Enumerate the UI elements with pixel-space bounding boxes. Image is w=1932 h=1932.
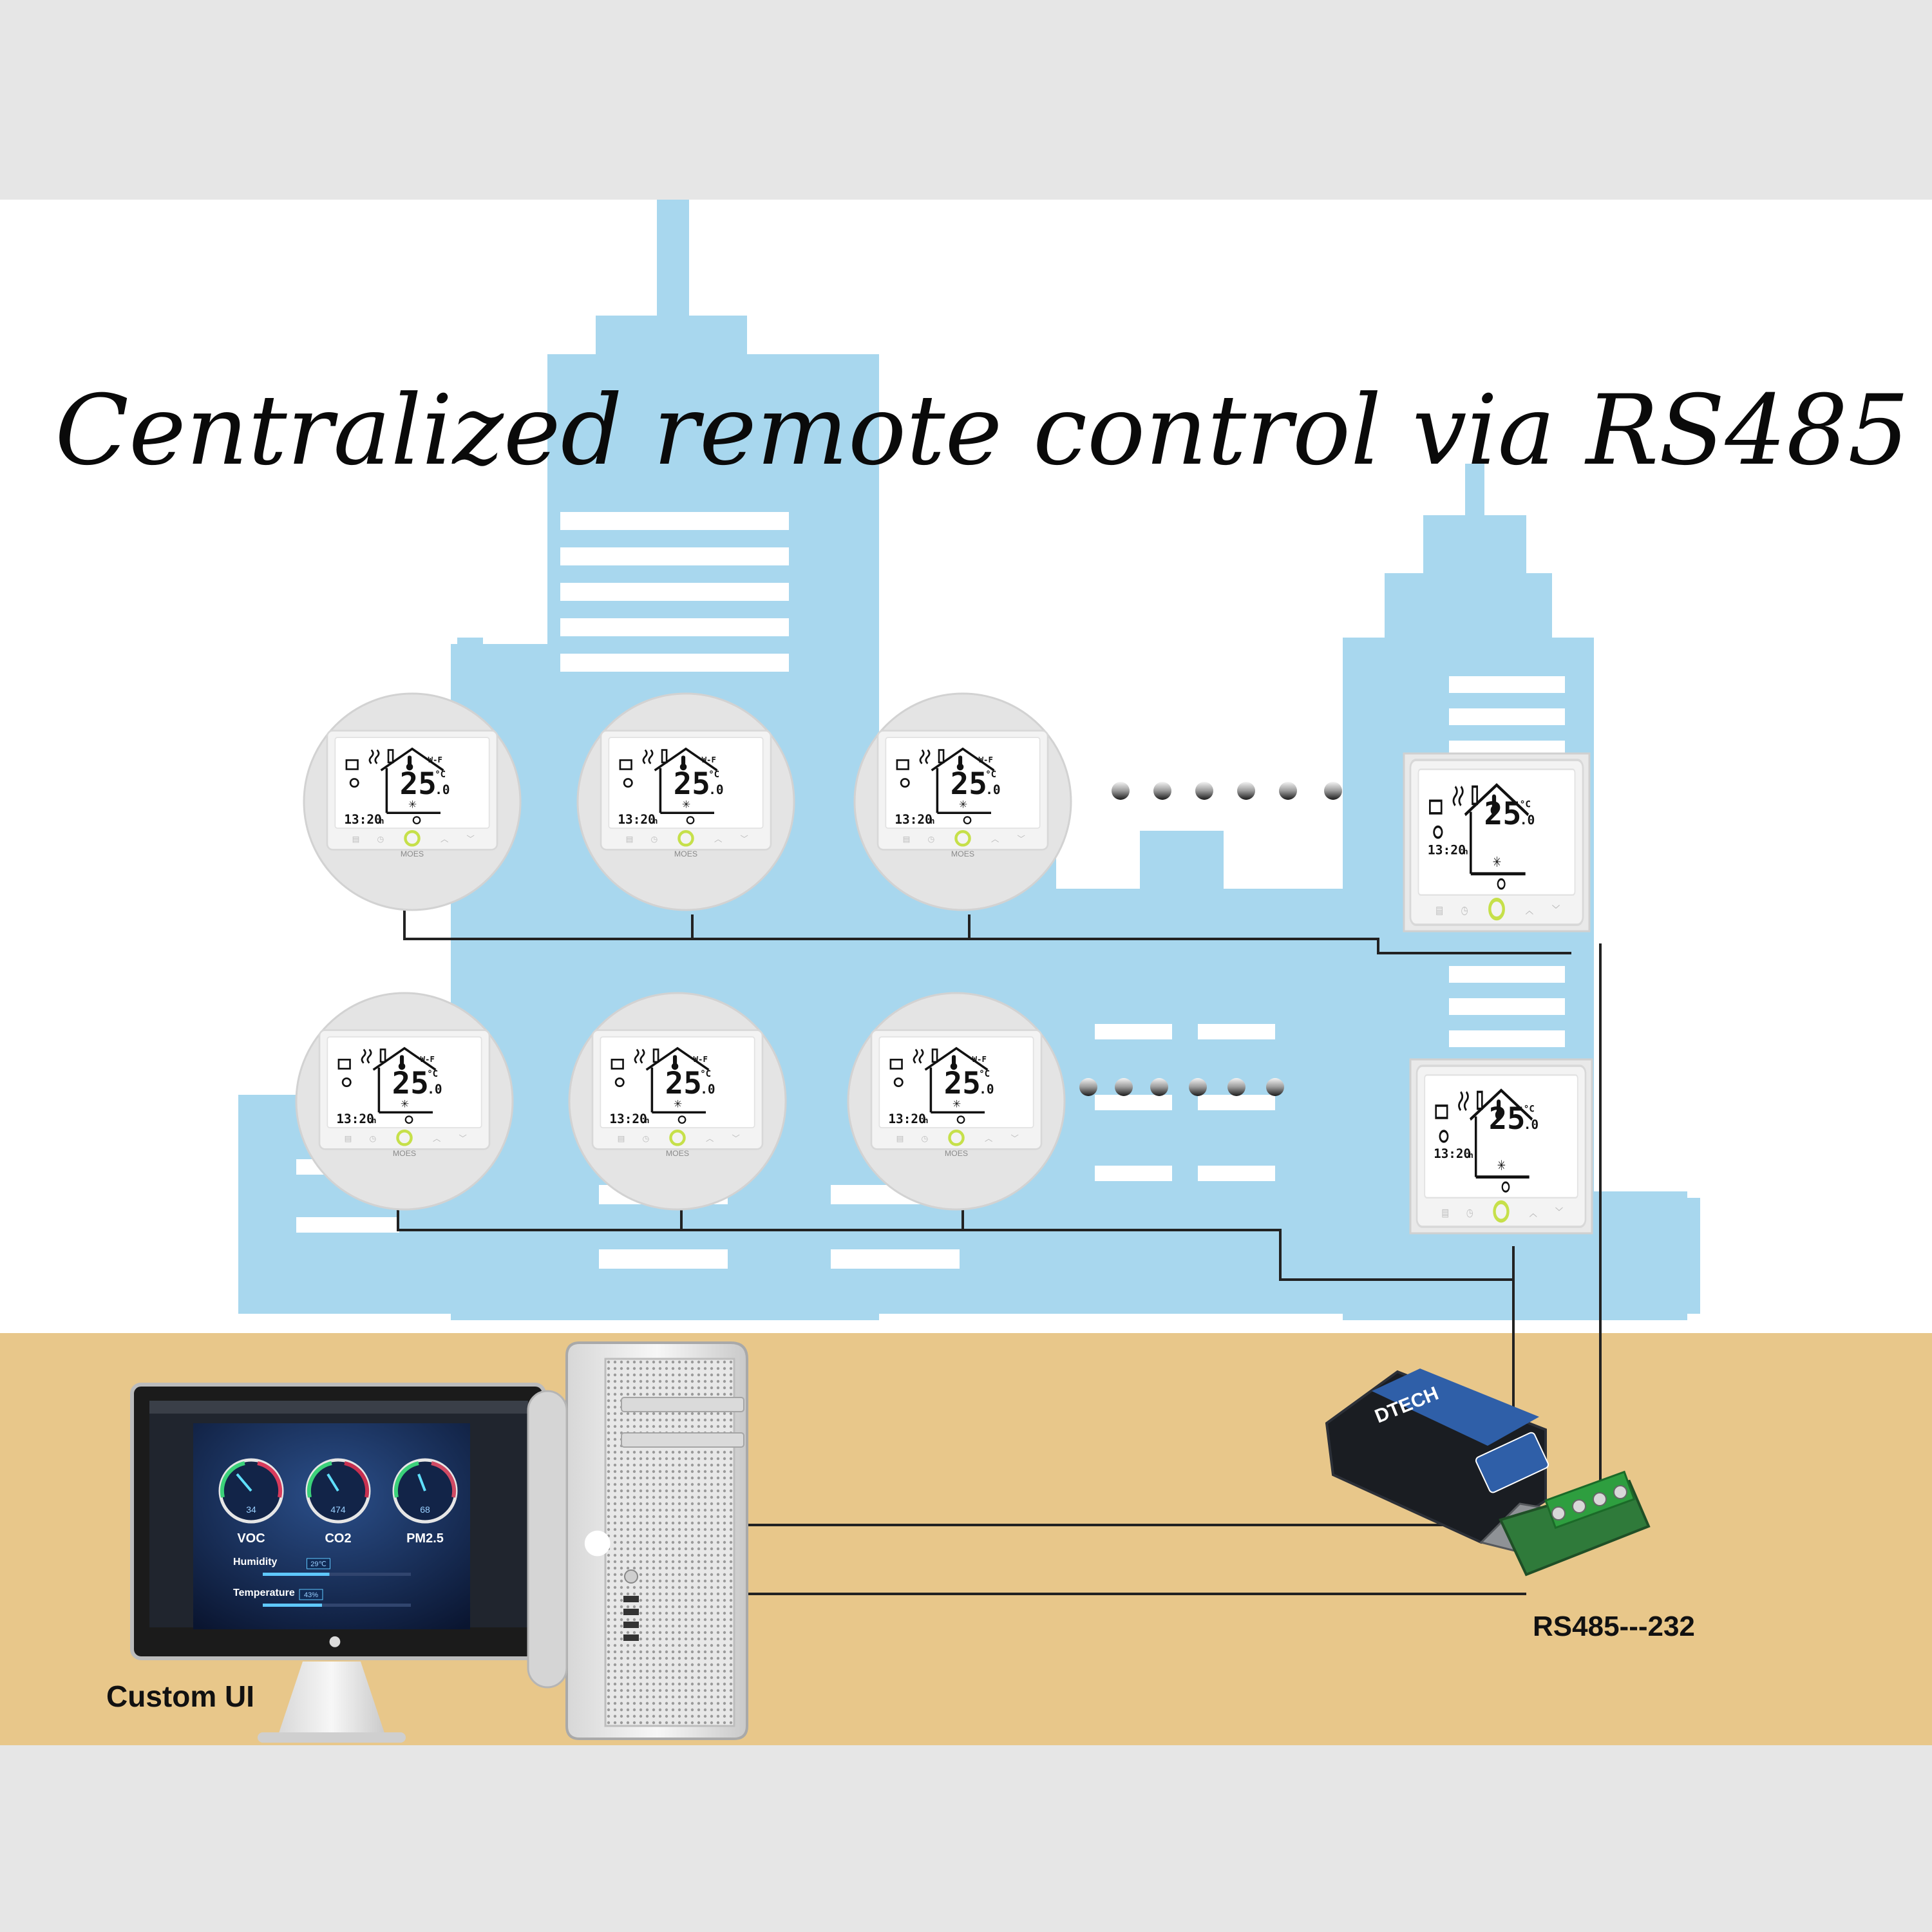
thermostat-time: 13:20 bbox=[336, 1112, 374, 1126]
thermostat-time-suffix: h bbox=[372, 1116, 376, 1125]
thermostat-temperature: 25 bbox=[674, 766, 710, 802]
thermostat-round-6: 25.0 °C 13:20h W-F MOES bbox=[847, 992, 1066, 1211]
ui-bar-label: Temperature bbox=[233, 1587, 295, 1598]
thermostat-decimal: .0 bbox=[708, 782, 723, 797]
thermostat-temperature: 25 bbox=[392, 1066, 429, 1101]
thermostat-temperature: 25 bbox=[1489, 1101, 1526, 1137]
thermostat-square-2: 25.0 °C 13:20h bbox=[1409, 1058, 1593, 1235]
top-band bbox=[0, 0, 1932, 200]
thermostat-unit: °C bbox=[700, 1069, 711, 1079]
thermostat-round-5: 25.0 °C 13:20h W-F MOES bbox=[568, 992, 787, 1211]
thermostat-wifi-label: W-F bbox=[979, 755, 993, 764]
thermostat-wifi-label: W-F bbox=[421, 1055, 435, 1064]
rs485-232-converter: DTECH RS485---232 bbox=[1325, 1368, 1695, 1642]
custom-ui-screen bbox=[193, 1423, 470, 1629]
thermostat-unit: °C bbox=[708, 770, 719, 780]
thermostat-decimal: .0 bbox=[427, 1082, 442, 1097]
ui-bar-fill bbox=[263, 1604, 322, 1607]
thermostat-time-suffix: h bbox=[653, 817, 658, 826]
ui-dial-label: VOC bbox=[237, 1531, 265, 1546]
thermostat-decimal: .0 bbox=[979, 1082, 994, 1097]
ui-bar-label: Humidity bbox=[233, 1557, 278, 1567]
thermostat-time-suffix: h bbox=[930, 817, 934, 826]
thermostat-time: 13:20 bbox=[888, 1112, 925, 1126]
thermostat-temperature: 25 bbox=[944, 1066, 981, 1101]
thermostat-wifi-label: W-F bbox=[694, 1055, 708, 1064]
ui-dial-value: 34 bbox=[246, 1504, 256, 1515]
ui-bar-temperature: Temperature 43% bbox=[233, 1587, 411, 1607]
thermostat-temperature: 25 bbox=[951, 766, 987, 802]
thermostat-round-1: 25.0 °C 13:20h W-F MOES bbox=[303, 692, 522, 911]
monitor-stand bbox=[277, 1662, 386, 1739]
bottom-band bbox=[0, 1745, 1932, 1932]
thermostat-unit: °C bbox=[435, 770, 446, 780]
ui-dial-value: 474 bbox=[330, 1504, 346, 1515]
thermostat-decimal: .0 bbox=[1520, 813, 1535, 828]
ui-bar-value: 43% bbox=[304, 1591, 318, 1599]
thermostat-time: 13:20 bbox=[1434, 1146, 1471, 1161]
thermostat-temperature: 25 bbox=[1484, 796, 1521, 832]
thermostat-time-suffix: h bbox=[379, 817, 384, 826]
thermostat-time-suffix: h bbox=[1463, 847, 1468, 857]
thermostat-unit: °C bbox=[427, 1069, 438, 1079]
thermostat-wifi-label: W-F bbox=[972, 1055, 987, 1064]
thermostat-brand: MOES bbox=[945, 1149, 968, 1158]
power-button bbox=[624, 1569, 638, 1584]
thermostat-square-1: 25.0 °C 13:20h bbox=[1403, 752, 1591, 933]
apple-logo-icon: ● bbox=[328, 1633, 341, 1649]
continuation-dots-bottom bbox=[1079, 1078, 1284, 1096]
ui-dial-label: CO2 bbox=[325, 1531, 351, 1546]
thermostat-time: 13:20 bbox=[609, 1112, 647, 1126]
thermostat-temperature: 25 bbox=[665, 1066, 702, 1101]
thermostat-round-3: 25.0 °C 13:20h W-F MOES bbox=[853, 692, 1072, 911]
thermostat-brand: MOES bbox=[951, 849, 974, 858]
thermostat-time: 13:20 bbox=[344, 812, 381, 827]
continuation-dots-top bbox=[1112, 782, 1342, 800]
thermostat-time: 13:20 bbox=[618, 812, 655, 827]
thermostat-time: 13:20 bbox=[895, 812, 932, 827]
ui-dial-value: 68 bbox=[420, 1504, 430, 1515]
custom-ui-caption: Custom UI bbox=[106, 1680, 254, 1713]
thermostat-time-suffix: h bbox=[923, 1116, 928, 1125]
computer-tower: ● bbox=[527, 1341, 748, 1740]
thermostat-temperature: 25 bbox=[400, 766, 437, 802]
thermostat-round-4: 25.0 °C 13:20h W-F MOES bbox=[295, 992, 514, 1211]
thermostat-round-2: 25.0 °C 13:20h W-F MOES bbox=[576, 692, 795, 911]
thermostat-time-suffix: h bbox=[1468, 1151, 1473, 1160]
thermostat-time: 13:20 bbox=[1428, 843, 1466, 858]
thermostat-brand: MOES bbox=[401, 849, 424, 858]
thermostats: 25.0°C13:20hW-FMOES25.0°C13:20hW-FMOES25… bbox=[295, 692, 1593, 1235]
thermostat-decimal: .0 bbox=[1524, 1117, 1539, 1132]
thermostat-wifi-label: W-F bbox=[702, 755, 716, 764]
thermostat-decimal: .0 bbox=[435, 782, 450, 797]
ui-bar-fill bbox=[263, 1573, 330, 1576]
diagram-title: Centralized remote control via RS485 bbox=[55, 375, 1909, 487]
thermostat-brand: MOES bbox=[666, 1149, 689, 1158]
ui-bar-humidity: Humidity 29℃ bbox=[233, 1557, 411, 1576]
ui-bar-value: 29℃ bbox=[310, 1560, 327, 1568]
thermostat-brand: MOES bbox=[393, 1149, 416, 1158]
thermostat-decimal: .0 bbox=[985, 782, 1000, 797]
thermostat-unit: °C bbox=[985, 770, 996, 780]
thermostat-unit: °C bbox=[979, 1069, 990, 1079]
thermostat-unit: °C bbox=[1520, 799, 1531, 810]
apple-logo-icon: ● bbox=[583, 1522, 612, 1560]
thermostat-wifi-label: W-F bbox=[428, 755, 442, 764]
thermostat-unit: °C bbox=[1524, 1104, 1535, 1115]
thermostat-time-suffix: h bbox=[645, 1116, 649, 1125]
ui-dial-label: PM2.5 bbox=[406, 1531, 444, 1546]
thermostat-decimal: .0 bbox=[700, 1082, 715, 1097]
thermostat-brand: MOES bbox=[674, 849, 697, 858]
rs485-bus-wires bbox=[397, 902, 1602, 1595]
converter-caption: RS485---232 bbox=[1533, 1611, 1695, 1642]
